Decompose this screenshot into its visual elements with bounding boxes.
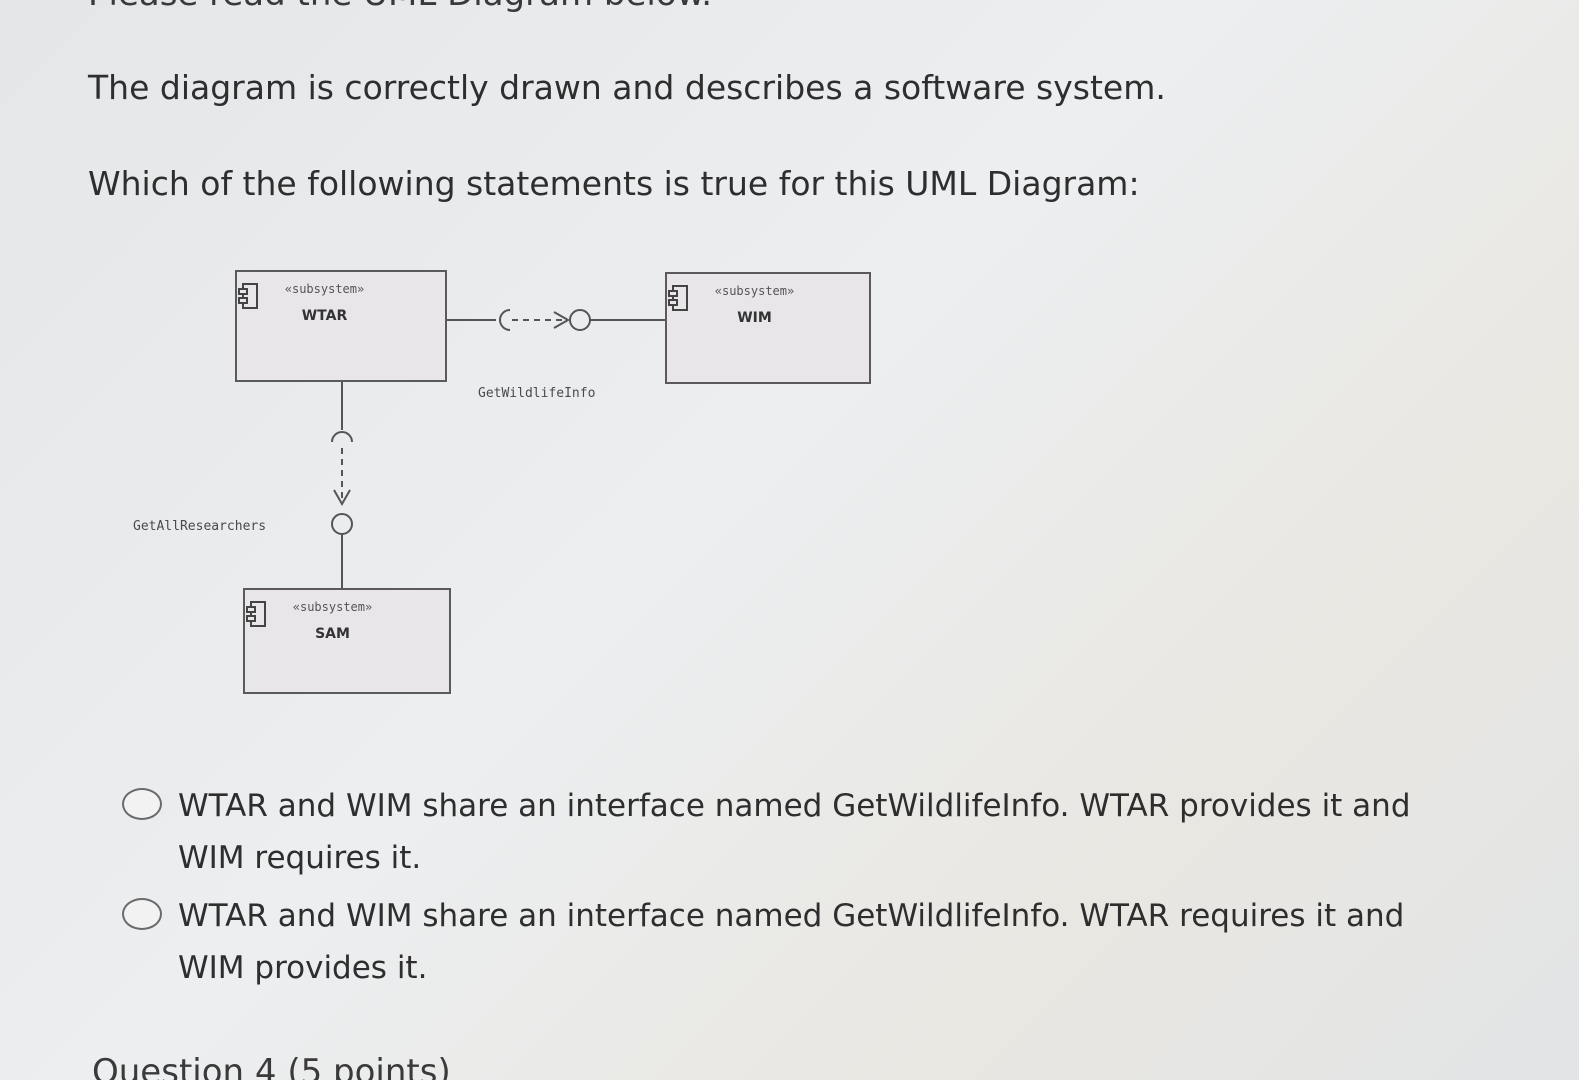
- arrow-head-vertical: [333, 489, 351, 507]
- radio-button[interactable]: [122, 898, 162, 930]
- component-name: SAM: [315, 626, 350, 642]
- stereotype-label: «subsystem»: [714, 284, 795, 298]
- arrow-head-horizontal: [553, 311, 571, 329]
- question-prompt: Which of the following statements is tru…: [88, 164, 1140, 203]
- component-name: WIM: [737, 310, 772, 326]
- component-icon: [246, 601, 266, 627]
- component-icon: [668, 285, 688, 311]
- wtar-socket-vertical: [331, 431, 353, 443]
- radio-button[interactable]: [122, 788, 162, 820]
- interface-label-getallresearchers: GetAllResearchers: [133, 519, 267, 534]
- component-wtar: «subsystem» WTAR: [235, 270, 447, 382]
- option-label[interactable]: WTAR and WIM share an interface named Ge…: [178, 788, 1411, 876]
- question-statement: The diagram is correctly drawn and descr…: [88, 68, 1166, 107]
- instruction-text: Please read the UML Diagram below.: [88, 0, 712, 14]
- component-sam: «subsystem» SAM: [243, 588, 451, 694]
- diagram-connectors: [331, 309, 665, 588]
- interface-label-getwildlifeinfo: GetWildlifeInfo: [478, 386, 596, 401]
- sam-lollipop: [331, 513, 353, 535]
- answer-option-2[interactable]: WTAR and WIM share an interface named Ge…: [122, 890, 1462, 1000]
- stereotype-label: «subsystem»: [284, 282, 365, 296]
- wim-lollipop: [569, 309, 591, 331]
- uml-component-diagram: «subsystem» WTAR «subsystem» WIM «subsys…: [120, 262, 900, 712]
- component-name: WTAR: [301, 308, 348, 324]
- option-label[interactable]: WTAR and WIM share an interface named Ge…: [178, 898, 1405, 986]
- wtar-socket: [499, 309, 511, 331]
- answer-option-1[interactable]: WTAR and WIM share an interface named Ge…: [122, 780, 1462, 890]
- next-question-heading: Question 4 (5 points): [92, 1052, 451, 1080]
- component-wim: «subsystem» WIM: [665, 272, 871, 384]
- stereotype-label: «subsystem»: [292, 600, 373, 614]
- component-icon: [238, 283, 258, 309]
